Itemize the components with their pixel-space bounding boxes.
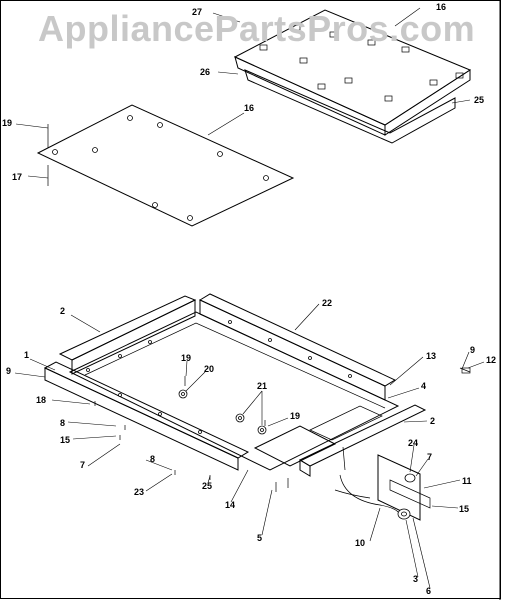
base-frame-assembly: [43, 293, 471, 521]
callout-4: 4: [421, 381, 426, 391]
grommets: [178, 389, 267, 435]
rail-right: [198, 293, 397, 387]
top-panel-face: [233, 9, 472, 126]
callout-24: 24: [408, 438, 418, 448]
callout-16-left: 16: [244, 103, 254, 113]
callout-16-top: 16: [436, 2, 446, 12]
callout-19-mid: 19: [181, 353, 191, 363]
center-plate: [253, 425, 337, 467]
callout-19-right: 19: [290, 411, 300, 421]
callout-13: 13: [426, 351, 436, 361]
callout-7-right: 7: [427, 452, 432, 462]
rail-left-lip: [71, 299, 196, 375]
rail-holes: [86, 320, 352, 434]
callout-10: 10: [355, 538, 365, 548]
callout-5: 5: [257, 533, 262, 543]
callout-21: 21: [257, 381, 267, 391]
callout-9-left: 9: [6, 366, 11, 376]
callouts: 27 16 26 25 19 16 17 2 22 1 9 18 19 20 1…: [2, 2, 496, 596]
callout-7-left: 7: [80, 460, 85, 470]
insulation-pad: [244, 69, 456, 144]
callout-1: 1: [24, 350, 29, 360]
callout-27: 27: [192, 7, 202, 17]
callout-26: 26: [200, 67, 210, 77]
callout-8-lower: 8: [150, 454, 155, 464]
callout-9-right: 9: [470, 345, 475, 355]
valve-knob-24: [404, 473, 416, 483]
valve-bracket: [377, 454, 421, 521]
left-panel-holes: [52, 115, 269, 221]
top-panel-assembly: [233, 9, 472, 144]
callout-20: 20: [204, 364, 214, 374]
right-bracket-lip: [299, 459, 311, 477]
top-panel-side-front: [234, 56, 386, 136]
valve-bracket-plate: [389, 479, 431, 509]
callout-23: 23: [134, 487, 144, 497]
base-pan: [68, 311, 400, 471]
base-pan-inner-edge: [84, 322, 386, 409]
callout-22: 22: [322, 298, 332, 308]
rail-left: [58, 295, 197, 361]
tube-10: [339, 474, 399, 513]
callout-3: 3: [413, 574, 418, 584]
callout-2-left: 2: [60, 306, 65, 316]
callout-8-upper: 8: [60, 418, 65, 428]
cutout-4: [309, 405, 383, 441]
callout-19-left: 19: [2, 118, 12, 128]
top-panel-side-right: [384, 69, 471, 136]
callout-2-right: 2: [430, 416, 435, 426]
rail-right-lip: [199, 299, 386, 401]
callout-12: 12: [486, 355, 496, 365]
callout-6: 6: [426, 586, 431, 596]
left-panel-assembly: [36, 104, 295, 227]
front-rail-lip: [44, 367, 239, 471]
clip-12: [461, 367, 471, 374]
callout-15-right: 15: [459, 504, 469, 514]
callout-15-left: 15: [60, 435, 70, 445]
callout-14: 14: [225, 500, 235, 510]
panel-clips: [259, 24, 464, 102]
diagram-border: [0, 0, 501, 599]
callout-17: 17: [12, 172, 22, 182]
callout-18: 18: [36, 395, 46, 405]
leader-lines: [14, 7, 485, 589]
left-panel-face: [36, 104, 295, 227]
callout-25-top: 25: [474, 95, 484, 105]
callout-25-bottom: 25: [202, 481, 212, 491]
callout-11: 11: [462, 476, 472, 486]
